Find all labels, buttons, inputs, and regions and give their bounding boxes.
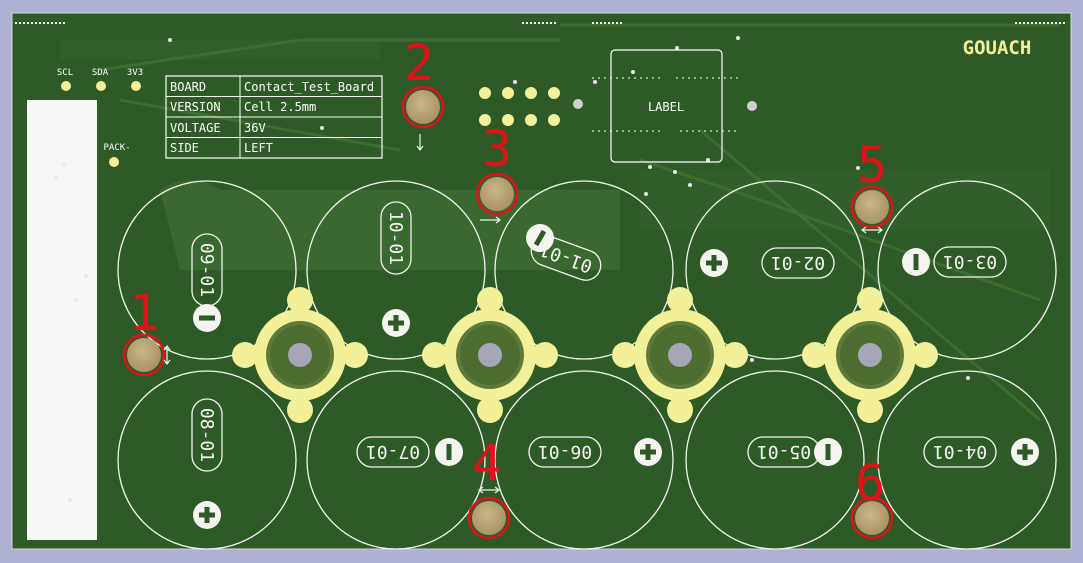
pad-pack-minus[interactable] — [109, 157, 119, 167]
traces — [99, 23, 1060, 422]
cell-label-text: 06-01 — [538, 441, 592, 462]
contact-marker[interactable]: 1 — [122, 284, 171, 377]
signal-pins: SCL SDA 3V3 PACK- — [57, 68, 143, 167]
battery-cell: 07-01 — [306, 370, 486, 550]
mount-via-left — [573, 99, 583, 109]
nickel-holder — [232, 287, 368, 423]
cell-label-text: 07-01 — [366, 441, 420, 462]
contact-marker[interactable]: 5 — [850, 136, 894, 234]
table-key-voltage: VOLTAGE — [170, 121, 221, 135]
table-value-version: Cell 2.5mm — [244, 100, 316, 114]
cell-label-text: 05-01 — [757, 441, 811, 462]
table-key-board: BOARD — [170, 80, 206, 94]
cell-label: 07-01 — [356, 436, 430, 468]
cell-label-text: 10-01 — [385, 211, 406, 265]
edge-connector — [27, 100, 97, 540]
contact-marker[interactable]: 3 — [475, 120, 519, 224]
battery-cell: 05-01 — [685, 370, 865, 550]
contact-marker-number: 6 — [855, 454, 885, 512]
mount-via-right — [747, 101, 757, 111]
battery-cell: 02-01 — [685, 180, 865, 360]
plus-terminal-icon — [634, 438, 662, 466]
contact-marker-number: 1 — [129, 284, 159, 342]
battery-cell: 06-01 — [494, 370, 674, 550]
battery-cell: 03-01 — [877, 180, 1057, 360]
cell-label: 08-01 — [191, 398, 223, 472]
pin-header-pads — [479, 87, 560, 126]
contact-marker-number: 3 — [482, 120, 512, 178]
table-value-board: Contact_Test_Board — [244, 80, 374, 94]
battery-cell: 09-01 — [117, 180, 297, 360]
contact-marker-number: 2 — [404, 34, 434, 92]
cell-label: 03-01 — [933, 246, 1007, 278]
contact-marker-number: 4 — [472, 434, 502, 492]
cell-label-text: 04-01 — [933, 441, 987, 462]
nickel-holder — [612, 287, 748, 423]
pad-3v3[interactable] — [131, 81, 141, 91]
minus-terminal-icon — [193, 304, 221, 332]
pin-label-sda: SDA — [92, 68, 109, 78]
battery-cell: 10-01 — [306, 180, 486, 360]
battery-cell: 04-01 — [877, 370, 1057, 550]
cell-label-text: 09-01 — [196, 243, 217, 297]
plus-terminal-icon — [700, 249, 728, 277]
minus-terminal-icon — [814, 438, 842, 466]
battery-cell: 08-01 — [117, 370, 297, 550]
cell-label: 06-01 — [528, 436, 602, 468]
pin-label-pack-minus: PACK- — [103, 143, 130, 153]
pin-label-3v3: 3V3 — [127, 68, 143, 78]
cell-holders — [232, 287, 938, 423]
contact-marker-number: 5 — [857, 136, 887, 194]
brand-logo-text: GOUACH — [963, 37, 1032, 59]
cell-label: 04-01 — [923, 436, 997, 468]
label-box-text: LABEL — [648, 100, 684, 114]
cell-label-text: 08-01 — [196, 408, 217, 462]
minus-terminal-icon — [526, 224, 554, 252]
minus-terminal-icon — [902, 248, 930, 276]
cell-label: 02-01 — [761, 247, 835, 279]
label-box: LABEL — [592, 49, 740, 163]
cell-label: 10-01 — [380, 201, 412, 275]
table-value-side: LEFT — [244, 141, 273, 155]
plus-terminal-icon — [382, 309, 410, 337]
contact-marker[interactable]: 6 — [850, 454, 894, 540]
nickel-holder — [802, 287, 938, 423]
cell-label: 09-01 — [191, 233, 223, 307]
contact-marker[interactable]: 4 — [467, 434, 511, 540]
cell-label: 05-01 — [747, 436, 821, 468]
table-key-version: VERSION — [170, 100, 221, 114]
plus-terminal-icon — [1011, 438, 1039, 466]
pin-label-scl: SCL — [57, 68, 73, 78]
table-value-voltage: 36V — [244, 121, 266, 135]
plus-terminal-icon — [193, 501, 221, 529]
vias — [54, 36, 970, 502]
pad-scl[interactable] — [61, 81, 71, 91]
edge-dots — [15, 22, 1065, 24]
board-outline — [11, 12, 1072, 550]
table-key-side: SIDE — [170, 141, 199, 155]
cell-label-text: 02-01 — [771, 252, 825, 273]
minus-terminal-icon — [435, 438, 463, 466]
nickel-holder — [422, 287, 558, 423]
info-table: BOARD Contact_Test_Board VERSION Cell 2.… — [165, 75, 383, 159]
pad-sda[interactable] — [96, 81, 106, 91]
cell-label-text: 03-01 — [943, 251, 997, 272]
contact-marker[interactable]: 2 — [401, 34, 445, 151]
